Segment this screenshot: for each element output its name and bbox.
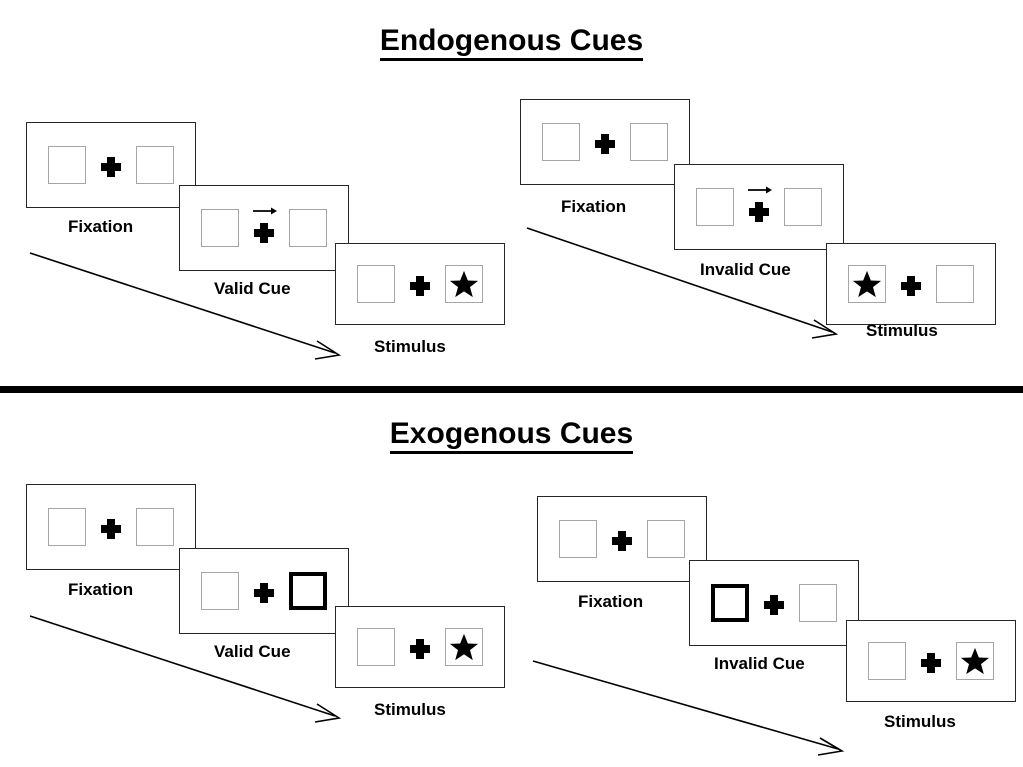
fixation-cross-with-cue bbox=[253, 207, 277, 244]
panel-inner bbox=[48, 508, 174, 546]
section-title-endogenous: Endogenous Cues bbox=[0, 24, 1023, 61]
panel-inner bbox=[848, 265, 974, 303]
panel-exogenous-invalid-cue[interactable] bbox=[689, 560, 859, 646]
panel-endogenous-invalid-fixation[interactable] bbox=[520, 99, 690, 185]
fixation-cross-with-cue bbox=[748, 186, 772, 223]
fixation-cross bbox=[594, 129, 616, 155]
caption-exogenous-valid-cue: Valid Cue bbox=[214, 642, 291, 661]
arrow-right-icon bbox=[748, 186, 772, 194]
panel-exogenous-valid-stimulus[interactable] bbox=[335, 606, 505, 688]
stimulus-box-left bbox=[357, 628, 395, 666]
caption-endogenous-valid-cue: Valid Cue bbox=[214, 279, 291, 298]
stimulus-box-left bbox=[868, 642, 906, 680]
stimulus-box-right bbox=[647, 520, 685, 558]
panel-exogenous-valid-cue[interactable] bbox=[179, 548, 349, 634]
stimulus-box-right bbox=[136, 146, 174, 184]
caption-endogenous-invalid-cue: Invalid Cue bbox=[700, 260, 791, 279]
stimulus-box-left-cued bbox=[711, 584, 749, 622]
stimulus-box-right bbox=[445, 628, 483, 666]
caption-endogenous-invalid-stimulus: Stimulus bbox=[866, 321, 938, 340]
caption-exogenous-invalid-fixation: Fixation bbox=[578, 592, 644, 611]
panel-inner bbox=[48, 146, 174, 184]
stimulus-box-right-cued bbox=[289, 572, 327, 610]
stimulus-box-left bbox=[357, 265, 395, 303]
stimulus-box-left bbox=[542, 123, 580, 161]
panel-exogenous-invalid-stimulus[interactable] bbox=[846, 620, 1016, 702]
fixation-cross bbox=[611, 526, 633, 552]
section-title-exogenous-text: Exogenous Cues bbox=[389, 417, 634, 454]
panel-endogenous-invalid-cue[interactable] bbox=[674, 164, 844, 250]
stimulus-box-left bbox=[48, 508, 86, 546]
stimulus-box-right bbox=[289, 209, 327, 247]
panel-exogenous-invalid-fixation[interactable] bbox=[537, 496, 707, 582]
fixation-cross bbox=[900, 271, 922, 297]
fixation-cross bbox=[100, 152, 122, 178]
plus-icon bbox=[253, 222, 275, 244]
panel-inner bbox=[868, 642, 994, 680]
star-icon bbox=[960, 647, 990, 675]
stimulus-box-left bbox=[201, 209, 239, 247]
arrow-right-icon bbox=[253, 207, 277, 215]
stimulus-box-right bbox=[630, 123, 668, 161]
panel-endogenous-valid-stimulus[interactable] bbox=[335, 243, 505, 325]
plus-icon bbox=[253, 582, 275, 604]
panel-inner bbox=[357, 628, 483, 666]
panel-inner bbox=[696, 186, 822, 226]
stimulus-box-right bbox=[936, 265, 974, 303]
time-flow-arrow-exogenous-invalid bbox=[532, 660, 845, 756]
fixation-cross bbox=[409, 271, 431, 297]
plus-icon bbox=[100, 518, 122, 540]
plus-icon bbox=[748, 201, 770, 223]
star-icon bbox=[852, 270, 882, 298]
panel-endogenous-valid-fixation[interactable] bbox=[26, 122, 196, 208]
star-icon bbox=[449, 270, 479, 298]
plus-icon bbox=[100, 156, 122, 178]
fixation-cross bbox=[100, 514, 122, 540]
plus-icon bbox=[920, 652, 942, 674]
stimulus-box-left bbox=[559, 520, 597, 558]
panel-inner bbox=[559, 520, 685, 558]
plus-icon bbox=[611, 530, 633, 552]
stimulus-box-left bbox=[848, 265, 886, 303]
panel-inner bbox=[201, 572, 327, 610]
stimulus-box-left bbox=[48, 146, 86, 184]
panel-endogenous-valid-cue[interactable] bbox=[179, 185, 349, 271]
stimulus-box-left bbox=[201, 572, 239, 610]
plus-icon bbox=[763, 594, 785, 616]
panel-endogenous-invalid-stimulus[interactable] bbox=[826, 243, 996, 325]
fixation-cross bbox=[253, 578, 275, 604]
stimulus-box-right bbox=[784, 188, 822, 226]
panel-inner bbox=[357, 265, 483, 303]
section-divider bbox=[0, 386, 1023, 393]
caption-exogenous-valid-fixation: Fixation bbox=[68, 580, 134, 599]
caption-exogenous-invalid-stimulus: Stimulus bbox=[884, 712, 956, 731]
caption-endogenous-valid-fixation: Fixation bbox=[68, 217, 134, 236]
panel-inner bbox=[711, 584, 837, 622]
plus-icon bbox=[409, 638, 431, 660]
fixation-cross bbox=[409, 634, 431, 660]
stimulus-box-right bbox=[799, 584, 837, 622]
panel-exogenous-valid-fixation[interactable] bbox=[26, 484, 196, 570]
fixation-cross bbox=[763, 590, 785, 616]
star-icon bbox=[449, 633, 479, 661]
stimulus-box-right bbox=[136, 508, 174, 546]
stimulus-box-right bbox=[956, 642, 994, 680]
stimulus-box-right bbox=[445, 265, 483, 303]
caption-exogenous-invalid-cue: Invalid Cue bbox=[714, 654, 805, 673]
caption-exogenous-valid-stimulus: Stimulus bbox=[374, 700, 446, 719]
plus-icon bbox=[594, 133, 616, 155]
section-title-endogenous-text: Endogenous Cues bbox=[379, 24, 644, 61]
plus-icon bbox=[900, 275, 922, 297]
panel-inner bbox=[542, 123, 668, 161]
caption-endogenous-invalid-fixation: Fixation bbox=[561, 197, 627, 216]
panel-inner bbox=[201, 207, 327, 247]
fixation-cross bbox=[920, 648, 942, 674]
caption-endogenous-valid-stimulus: Stimulus bbox=[374, 337, 446, 356]
stimulus-box-left bbox=[696, 188, 734, 226]
section-title-exogenous: Exogenous Cues bbox=[0, 417, 1023, 454]
plus-icon bbox=[409, 275, 431, 297]
